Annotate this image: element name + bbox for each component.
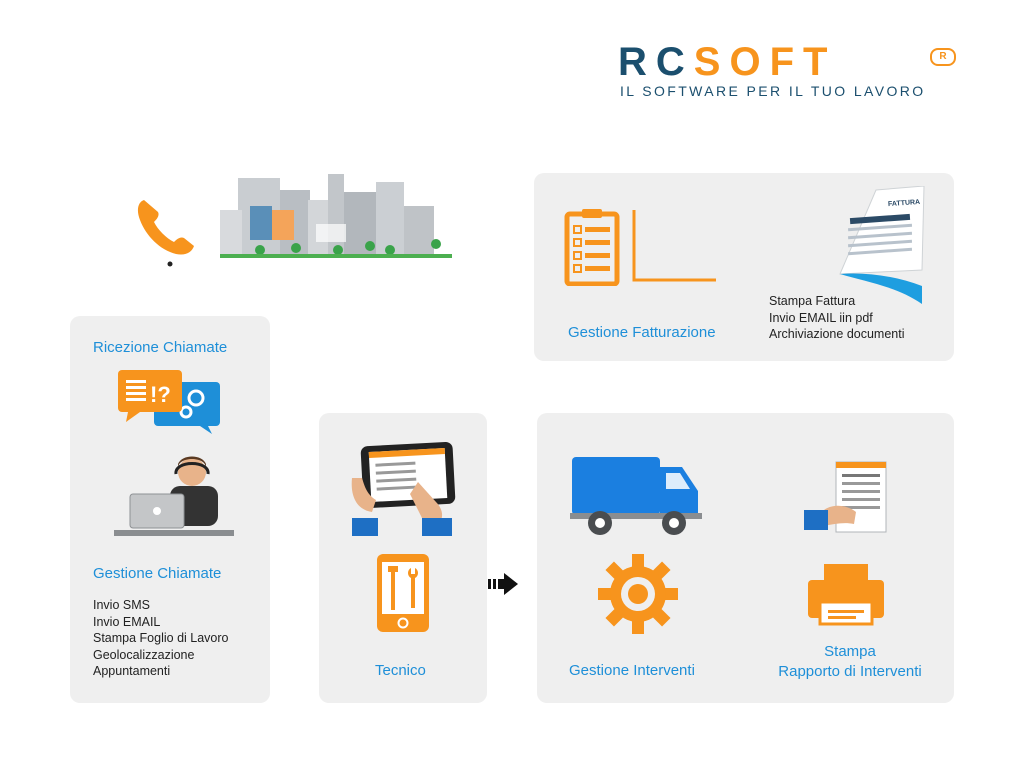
list-item: Stampa Fattura [769,294,856,308]
logo-rc: RC [618,40,694,84]
tablet-hands-icon [351,441,456,536]
logo-soft: SOFT [693,40,837,84]
printer-icon [808,564,884,626]
report-sheet-hand-icon [804,461,887,533]
delivery-van-icon [570,457,702,535]
list-item: Invio EMAIL iin pdf [769,310,873,325]
print-report-label: Stampa Rapporto di Interventi [770,642,930,682]
city-buildings-icon [220,174,452,258]
invoice-document-icon: FATTURA [836,186,926,310]
print-report-label-line2: Rapporto di Interventi [778,663,922,680]
logo-tagline: IL SOFTWARE PER IL TUO LAVORO [620,83,926,99]
call-operator-icon [114,456,234,536]
bubble-text: !? [150,382,171,407]
clipboard-checklist-icon [564,209,620,286]
list-item: Appuntamenti [93,664,171,678]
list-item: Archiviazione documenti [769,327,905,341]
arrow-right-icon [488,573,518,595]
invoicing-label: Gestione Fatturazione [568,324,716,341]
technician-label: Tecnico [375,662,426,679]
print-report-label-line1: Stampa [824,643,876,660]
interventions-label: Gestione Interventi [569,662,695,679]
chat-bubbles-icon: !? [118,370,220,434]
list-item: Invio SMS [93,598,150,612]
gear-icon [598,554,678,634]
invoicing-feature-list: Stampa Fattura Invio EMAIL iin pdf Archi… [769,293,905,343]
list-item: Invio EMAIL [93,614,161,629]
calls-reception-title: Ricezione Chiamate [93,339,228,356]
registered-mark: R [930,48,956,66]
logo-wordmark: RCSOFT [618,42,836,82]
calls-management-title: Gestione Chiamate [93,565,222,582]
corner-bracket-icon [632,210,716,282]
list-item: Geolocalizzazione [93,647,195,662]
list-item: Stampa Foglio di Lavoro [93,631,229,645]
phone-tools-icon [377,554,429,632]
calls-feature-list: Invio SMS Invio EMAIL Stampa Foglio di L… [93,597,229,680]
phone-icon [137,200,194,267]
